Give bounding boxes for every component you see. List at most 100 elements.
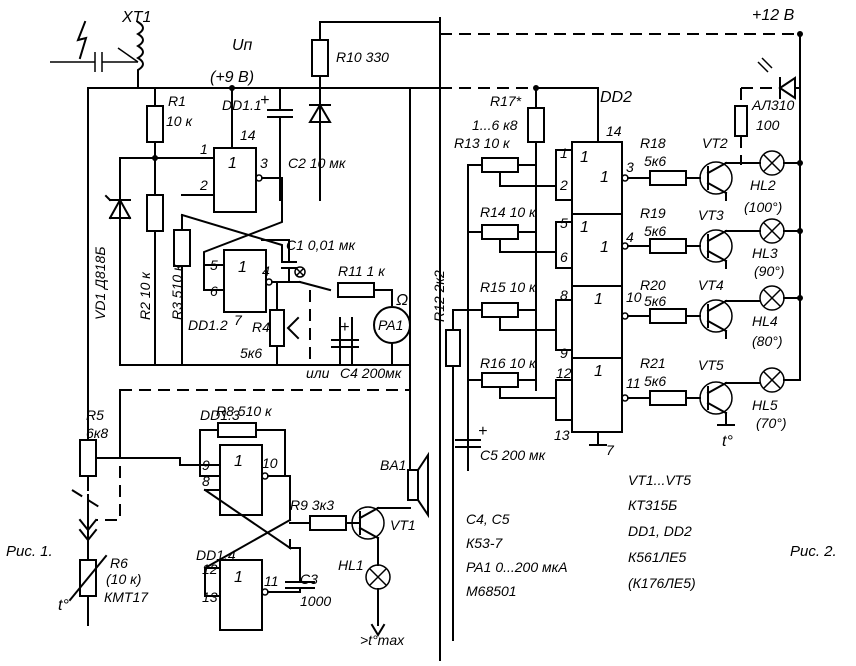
svg-text:+: +	[260, 92, 269, 109]
r4-resistor	[269, 309, 285, 347]
zener-diode	[308, 103, 332, 201]
r1-resistor	[146, 105, 164, 143]
hl2-degree: (100°)	[744, 199, 782, 215]
svg-text:14: 14	[240, 127, 256, 143]
r5-resistor	[79, 439, 97, 477]
c5-label: C5 200 мк	[480, 447, 547, 463]
dd1-4-gate	[219, 559, 263, 631]
svg-text:9: 9	[560, 345, 568, 361]
svg-text:1: 1	[594, 363, 603, 380]
r21-value: 5к6	[644, 373, 666, 389]
r15-label: R15 10 к	[480, 279, 537, 295]
vt1-label: VT1	[390, 517, 416, 533]
svg-text:Ω: Ω	[396, 292, 408, 309]
vt2-label: VT2	[702, 135, 728, 151]
vt3-transistor	[699, 229, 733, 263]
r17-value: 1...6 к8	[472, 117, 518, 133]
led-value: 100	[756, 117, 780, 133]
r9-label: R9 3к3	[290, 497, 334, 513]
svg-text:10: 10	[626, 289, 642, 305]
note-3: PA1 0...200 мкА	[466, 559, 568, 575]
r13-label: R13 10 к	[454, 135, 511, 151]
ili-label: или	[306, 365, 330, 381]
r16-label: R16 10 к	[480, 355, 537, 371]
svg-text:1: 1	[600, 169, 609, 186]
svg-text:8: 8	[560, 287, 568, 303]
c2-capacitor	[267, 87, 293, 201]
r16-resistor	[481, 372, 519, 388]
ba1-label: BA1	[380, 457, 406, 473]
svg-text:1: 1	[560, 145, 568, 161]
r19-label: R19	[640, 205, 666, 221]
led-al310-icon	[778, 76, 801, 100]
up-value: (+9 В)	[210, 69, 254, 86]
vd1-zener	[104, 194, 132, 220]
vt4-transistor	[699, 299, 733, 333]
r3-resistor	[173, 229, 191, 267]
vt5-transistor	[699, 381, 733, 415]
r2-resistor	[146, 194, 164, 232]
c4-capacitor	[331, 339, 359, 348]
r19-value: 5к6	[644, 223, 666, 239]
vt3-label: VT3	[698, 207, 724, 223]
svg-text:2: 2	[559, 177, 568, 193]
svg-text:1: 1	[594, 291, 603, 308]
svg-text:7: 7	[234, 312, 243, 328]
xt1-coil	[136, 20, 144, 89]
r21-resistor	[649, 390, 687, 406]
r3-label: R3 510 к	[169, 263, 185, 320]
r-led-resistor	[734, 105, 748, 137]
r9-resistor	[309, 515, 347, 531]
note-9: (К176ЛЕ5)	[628, 575, 696, 591]
dd2-label: DD2	[600, 89, 632, 106]
fig2-caption: Рис. 2.	[790, 543, 837, 560]
vt5-label: VT5	[698, 357, 724, 373]
r15-resistor	[481, 302, 519, 318]
svg-text:3: 3	[626, 159, 634, 175]
r8-resistor	[217, 422, 257, 438]
svg-text:9: 9	[202, 457, 210, 473]
c5-capacitor	[455, 439, 481, 471]
svg-text:8: 8	[202, 473, 210, 489]
fig1-caption: Рис. 1.	[6, 543, 53, 560]
r12-resistor	[445, 329, 461, 367]
r21-label: R21	[640, 355, 666, 371]
channel-vt4: R20 5к6 VT4 HL4 (80°)	[621, 277, 803, 349]
vt2-transistor	[699, 161, 733, 195]
r6-temp: t°	[58, 597, 69, 614]
r11-resistor	[337, 282, 375, 298]
r6-type: КМТ17	[104, 589, 149, 605]
r4-value: 5к6	[240, 345, 262, 361]
r1-value: 10 к	[166, 113, 193, 129]
xt1-label: XT1	[121, 9, 151, 26]
hl3-label: HL3	[752, 245, 778, 261]
svg-text:1: 1	[238, 259, 247, 276]
vt5-temp: t°	[722, 433, 733, 450]
dd1-1-gate	[213, 147, 257, 213]
up-label: Uп	[232, 37, 253, 54]
svg-text:4: 4	[262, 263, 270, 279]
ba1-speaker-icon	[407, 469, 419, 501]
c1-capacitor	[281, 239, 297, 283]
c3-value: 1000	[300, 593, 331, 609]
c3-capacitor	[285, 547, 315, 593]
r5-value: 6к8	[86, 425, 108, 441]
svg-text:1: 1	[580, 219, 589, 236]
figure-2: +12 В R17* 1...6 к8 DD2 14 7 1 1 1 2 3 1…	[431, 7, 837, 641]
r1-label: R1	[168, 93, 186, 109]
r14-resistor	[481, 224, 519, 240]
figure-1: XT1 Uп (+9 В) R1 10 к VD1 Д818Б R2 10 к …	[6, 9, 800, 648]
channel-vt2: R18 5к6 VT2 HL2 (100°)	[621, 135, 803, 215]
note-5: VT1...VT5	[628, 472, 691, 488]
svg-text:7: 7	[606, 442, 615, 458]
svg-text:6: 6	[560, 249, 568, 265]
r6-value: (10 к)	[106, 571, 141, 587]
svg-text:1: 1	[228, 155, 237, 172]
note-8: К561ЛЕ5	[628, 549, 687, 565]
svg-text:PA1: PA1	[378, 317, 403, 333]
svg-text:+: +	[478, 423, 487, 440]
note-7: DD1, DD2	[628, 523, 692, 539]
svg-text:11: 11	[264, 573, 279, 589]
r20-resistor	[649, 308, 687, 324]
